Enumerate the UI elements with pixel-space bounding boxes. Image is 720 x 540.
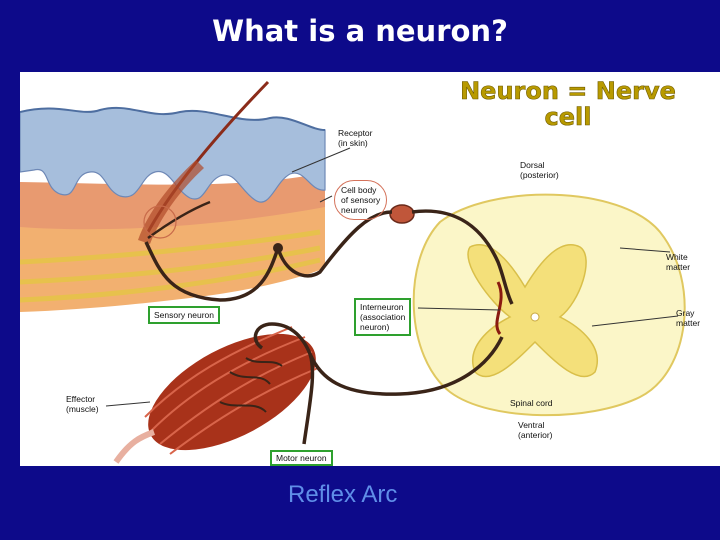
diagram-illustration [20, 80, 686, 464]
cell-body-label-line3: neuron [341, 205, 368, 215]
neuron-heading: Neuron = Nerve cell [448, 77, 688, 131]
white-matter-label-line1: White [666, 252, 688, 262]
ventral-label-line1: Ventral [518, 420, 545, 430]
muscle-fibers [144, 326, 319, 455]
interneuron-leader [417, 307, 501, 311]
effector-label-line1: Effector [66, 394, 96, 404]
interneuron [495, 281, 503, 335]
interneuron-label-line2: (association [360, 312, 406, 322]
gray-matter-label-line1: Gray [676, 308, 695, 318]
hair-follicle [138, 160, 204, 244]
slide-title: What is a neuron? [212, 14, 508, 48]
reflex-arc-caption: Reflex Arc [288, 481, 398, 508]
central-canal [530, 312, 540, 322]
receptor-leader [291, 147, 351, 173]
skin-epidermis-surface [20, 106, 326, 131]
skin-fat-layer [20, 202, 325, 312]
white-matter-label-line2: matter [666, 262, 691, 272]
ventral-label-line2: (anterior) [518, 430, 553, 440]
cell-body-label: Cell body of sensory neuron [334, 180, 388, 220]
sensory-cell-body [273, 243, 283, 253]
ventral-label: Ventral (anterior) [518, 420, 552, 440]
dorsal-label-line2: (posterior) [520, 170, 559, 180]
receptor-label: Receptor (in skin) [338, 128, 373, 148]
effector-leader [105, 401, 151, 407]
gray-matter-leader [591, 315, 679, 327]
effector-label-line2: (muscle) [66, 404, 99, 414]
motor-neuron-label: Motor neuron [270, 450, 333, 466]
cell-body-label-line1: Cell body [341, 185, 377, 195]
sensory-neuron-label: Sensory neuron [148, 306, 221, 324]
muscle-tendon [113, 429, 156, 464]
motor-endplates [219, 357, 283, 413]
dorsal-label: Dorsal (posterior) [520, 160, 559, 180]
gray-matter-label: Gray matter [676, 308, 700, 328]
dorsal-label-line1: Dorsal [520, 160, 545, 170]
receptor-callout [143, 205, 177, 239]
dorsal-root-ganglion [389, 204, 415, 224]
cell-body-leader [319, 195, 333, 203]
receptor-label-line2: (in skin) [338, 138, 368, 148]
neuron-heading-line2: cell [544, 103, 592, 131]
cell-body-label-line2: of sensory [341, 195, 381, 205]
interneuron-label-line3: neuron) [360, 322, 390, 332]
spinal-cord-label: Spinal cord [510, 398, 553, 408]
receptor-label-line1: Receptor [338, 128, 373, 138]
sensory-neuron-dendrite [147, 200, 211, 240]
white-matter-leader [619, 247, 671, 253]
reflex-arc-diagram: Receptor (in skin) Cell body of sensory … [20, 72, 720, 466]
interneuron-label: Interneuron (association neuron) [354, 298, 412, 336]
motor-neuron-axon [253, 322, 504, 445]
neuron-heading-line1: Neuron = Nerve [460, 77, 676, 105]
interneuron-label-line1: Interneuron [360, 302, 404, 312]
effector-label: Effector (muscle) [66, 394, 99, 414]
white-matter-label: White matter [666, 252, 690, 272]
gray-matter-label-line2: matter [676, 318, 701, 328]
